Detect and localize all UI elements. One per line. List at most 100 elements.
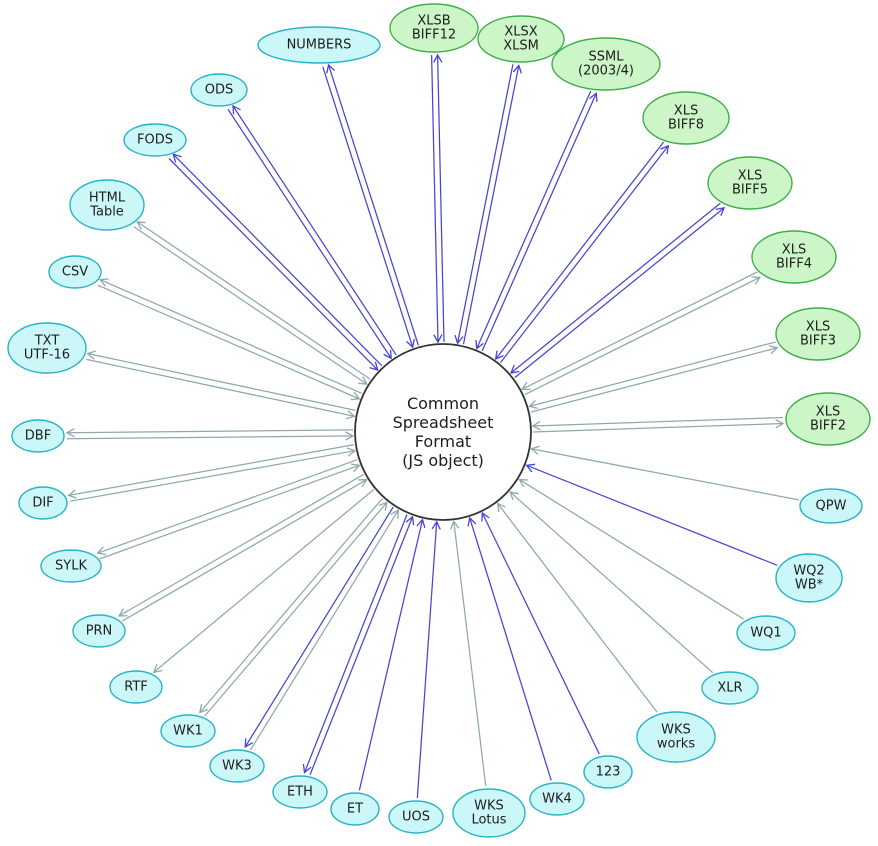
format-node-shape — [18, 486, 68, 520]
format-node-label: BIFF5 — [732, 183, 768, 198]
edge-xls-biff4-read — [520, 271, 758, 391]
format-node-uos: UOS — [388, 800, 444, 834]
edge-wks-lotus-read — [450, 520, 487, 787]
edge-wk3-read — [249, 509, 400, 751]
format-node-label: BIFF12 — [412, 28, 456, 43]
arrowhead — [358, 376, 368, 385]
arrowhead — [481, 511, 490, 522]
edge-xls-biff3-write — [530, 345, 779, 413]
arrowhead — [152, 664, 163, 674]
edge-dbf-read — [67, 431, 355, 441]
arrowhead — [454, 334, 464, 345]
format-node-shape — [11, 419, 65, 453]
arrowhead — [326, 63, 336, 74]
format-node-fods: FODS — [123, 123, 187, 157]
edge-xls-biff2-read — [531, 416, 783, 431]
arrowhead — [416, 518, 426, 529]
format-node-shape — [190, 73, 248, 107]
format-node-shape — [551, 37, 661, 91]
arrowhead — [494, 350, 504, 361]
format-node-shape — [7, 322, 87, 374]
edge-csv-write — [98, 278, 362, 394]
arrowhead — [520, 381, 531, 391]
edge-ssml-read — [475, 90, 592, 350]
format-node-shape — [389, 3, 479, 53]
arrowhead — [512, 64, 523, 74]
arrowhead — [433, 53, 443, 63]
format-node-label: PRN — [86, 624, 113, 639]
arrowhead — [450, 520, 460, 530]
arrowhead — [198, 704, 209, 714]
edge-eth-read — [309, 515, 415, 775]
arrowhead — [383, 349, 392, 360]
edges-layer — [65, 53, 799, 799]
format-node-wq1: WQ1 — [736, 615, 796, 651]
format-node-shape — [388, 800, 444, 834]
arrowhead — [358, 478, 368, 488]
format-node-label: WB* — [795, 578, 824, 593]
arrowhead — [475, 339, 484, 350]
format-node-shape — [785, 392, 871, 446]
format-node-shape — [72, 614, 126, 648]
arrowhead — [431, 520, 441, 530]
format-node-label: BIFF4 — [776, 257, 812, 272]
arrowhead — [531, 421, 541, 431]
edge-wq1-read — [518, 478, 744, 620]
edge-qpw-read — [530, 445, 799, 501]
format-node-shape — [477, 15, 565, 63]
format-node-shape — [123, 123, 187, 157]
edge-wk1-read — [203, 501, 388, 717]
format-node-sylk: SYLK — [40, 549, 102, 583]
arrowhead — [302, 764, 312, 774]
format-node-label: WK1 — [173, 724, 203, 739]
edge-wk1-write — [198, 498, 383, 714]
format-node-label: HTML — [89, 191, 126, 206]
edge-xlsb-biff12-read — [430, 55, 443, 344]
arrowhead — [378, 501, 388, 511]
edge-xls-biff8-read — [494, 141, 665, 361]
arrowhead — [96, 546, 107, 556]
edge-xlsb-biff12-write — [433, 53, 445, 342]
edge-uos-read — [416, 520, 441, 799]
format-node-label: WKS — [474, 799, 504, 814]
edge-xlsx-xlsm-write — [462, 64, 523, 345]
edge-fods-read — [168, 158, 379, 371]
format-node-shape — [736, 615, 796, 651]
format-node-csv: CSV — [48, 255, 102, 289]
format-node-label: works — [657, 737, 695, 752]
edge-numbers-write — [326, 63, 419, 346]
format-node-label: (2003/4) — [578, 64, 634, 79]
edge-dif-write — [67, 444, 354, 499]
arrowhead — [433, 334, 443, 344]
format-node-shape — [160, 714, 216, 748]
format-node-prn: PRN — [72, 614, 126, 648]
arrowhead — [369, 361, 379, 371]
edge-prn-read — [121, 478, 368, 622]
arrowhead — [172, 153, 182, 163]
arrowhead — [117, 608, 128, 617]
arrowhead — [244, 738, 254, 748]
edge-xls-biff3-read — [528, 341, 776, 410]
center-node-label: Common — [407, 394, 479, 413]
format-node-label: DBF — [25, 429, 51, 444]
format-node-label: XLS — [806, 320, 830, 335]
format-node-label: CSV — [62, 265, 88, 280]
edge-wks-works-read — [496, 502, 658, 713]
edge-dbf-write — [65, 427, 353, 438]
format-node-label: WKS — [661, 723, 691, 738]
format-node-label: BIFF3 — [800, 334, 836, 349]
format-node-shape — [257, 26, 381, 64]
arrowhead — [65, 427, 75, 438]
center-node-label: (JS object) — [402, 451, 484, 470]
arrowhead — [350, 391, 361, 401]
arrowhead — [345, 431, 355, 441]
arrowhead — [67, 489, 77, 499]
format-node-shape — [48, 255, 102, 289]
